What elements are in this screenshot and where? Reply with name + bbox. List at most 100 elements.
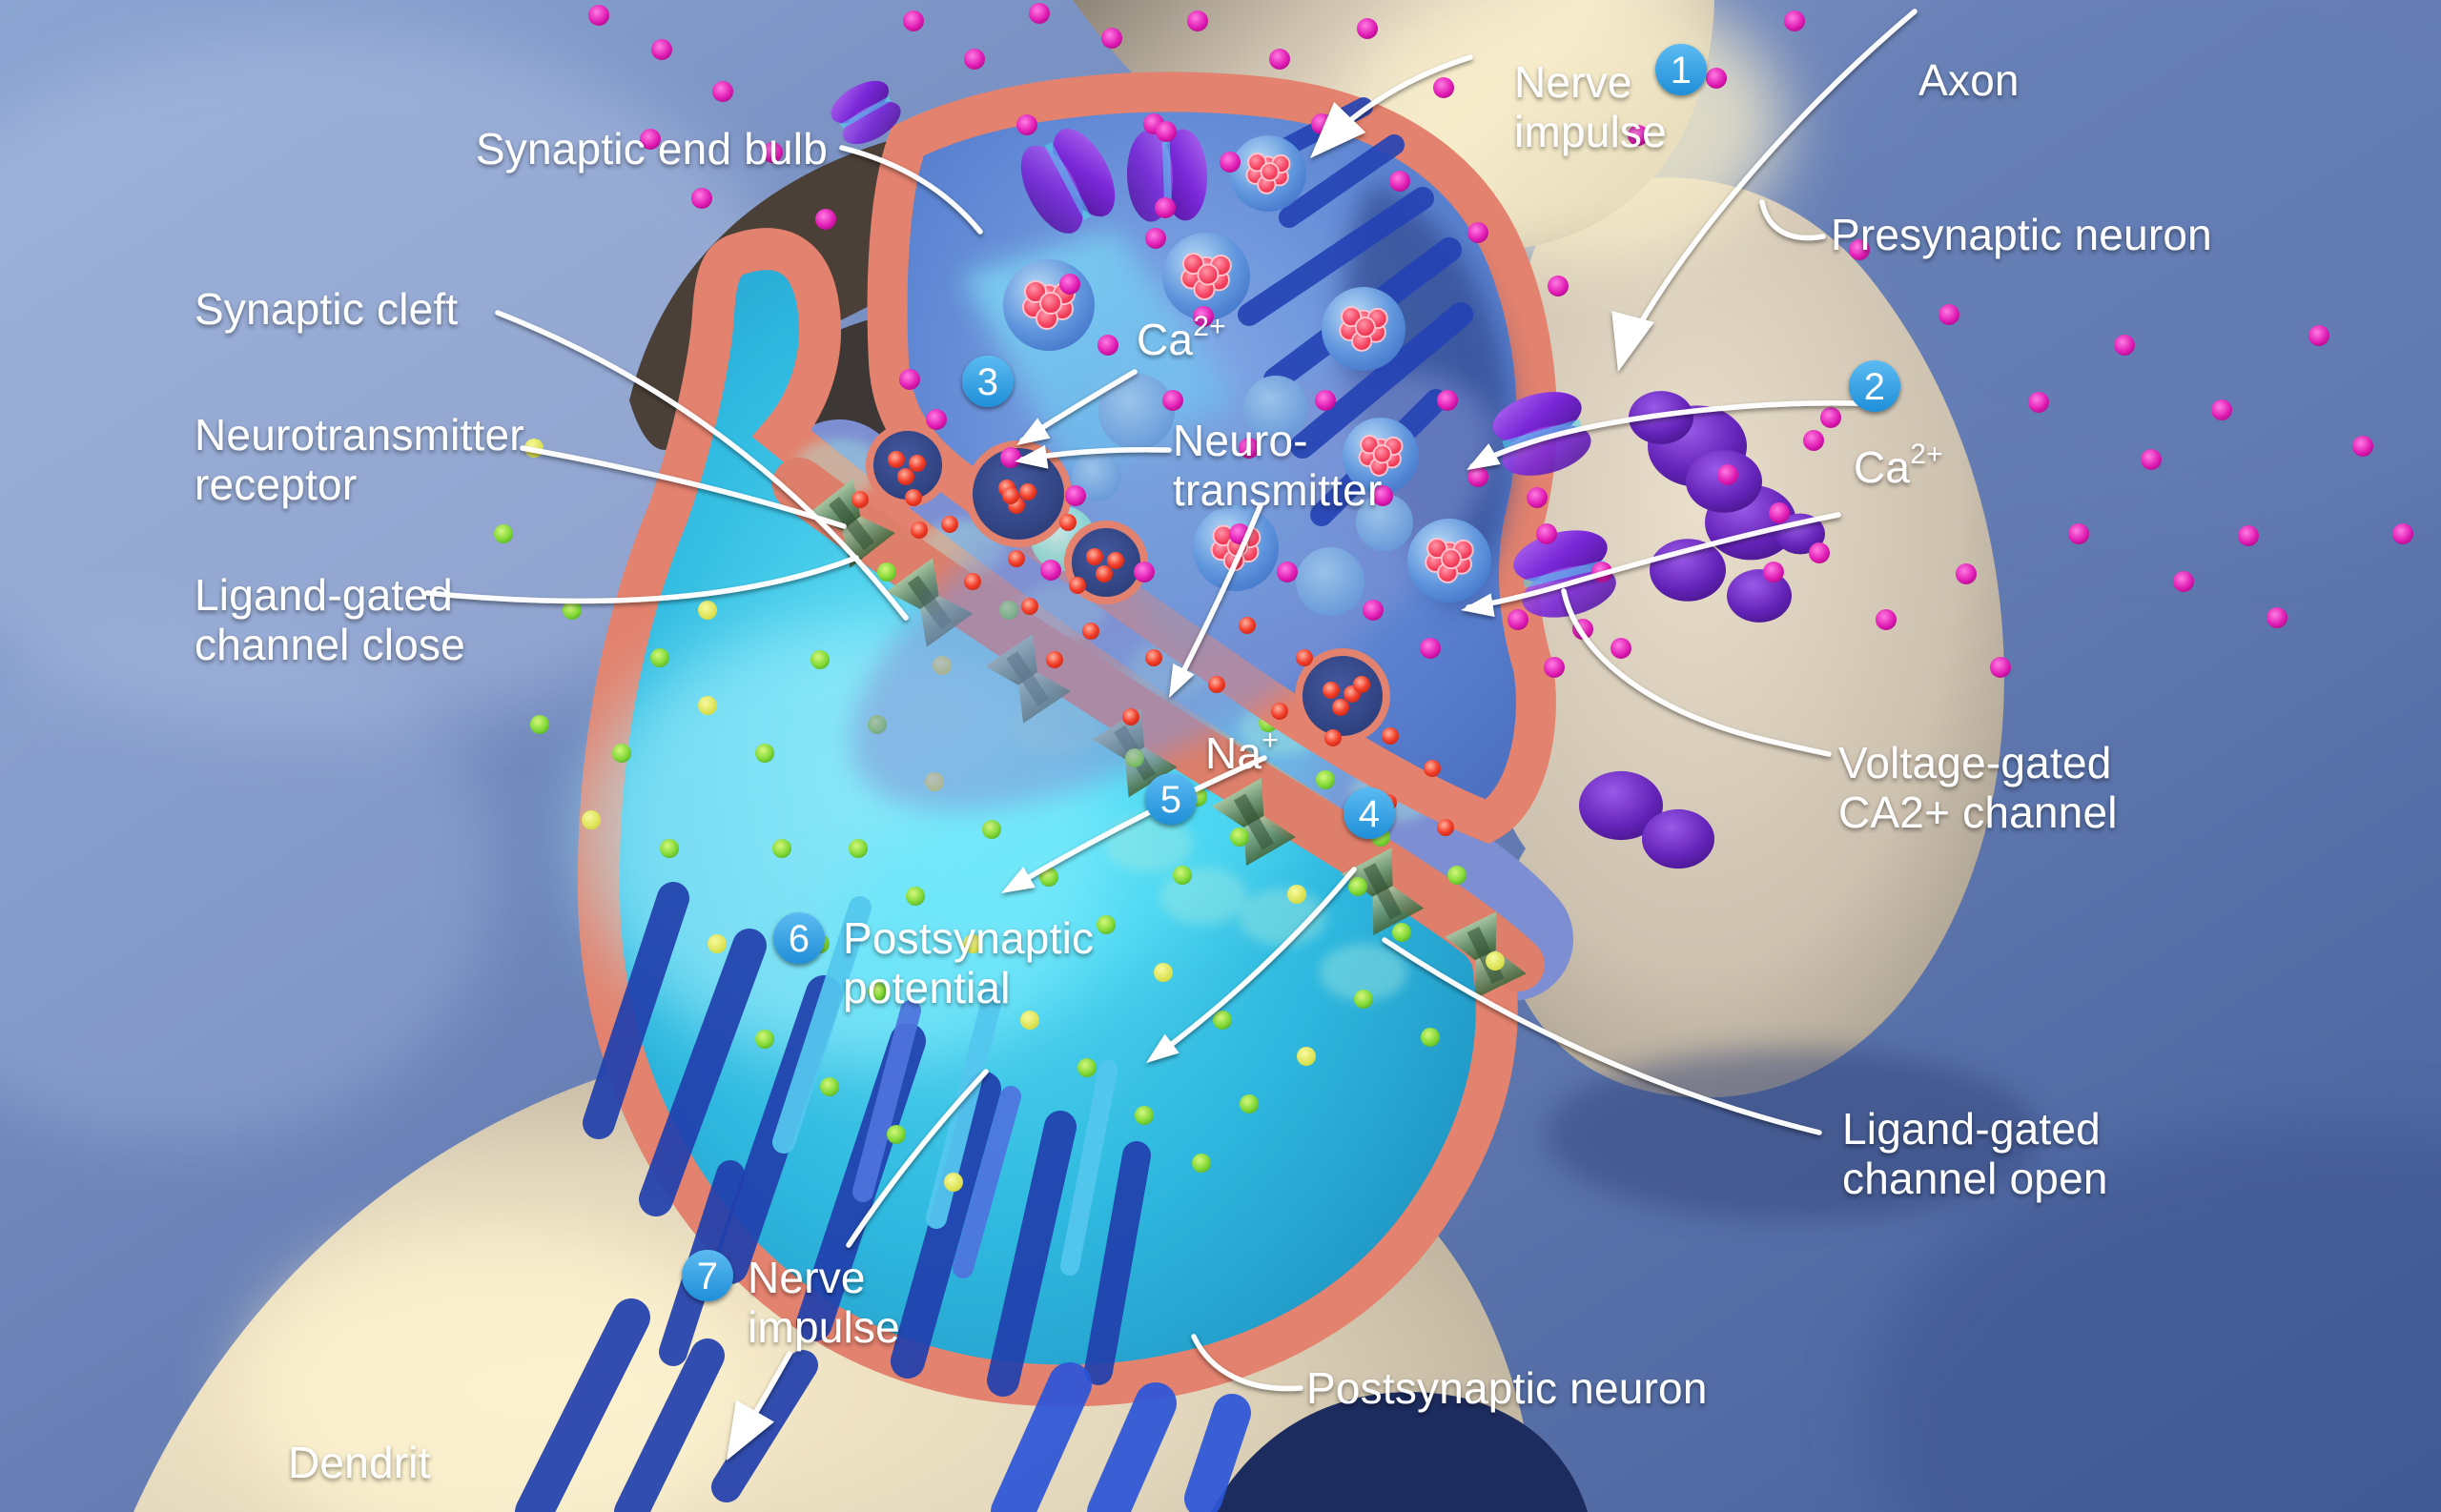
- neurotransmitter-cluster-sphere: [1197, 263, 1220, 286]
- microtubule-rod: [1238, 187, 1434, 326]
- dendritic-filament-rod: [852, 1000, 921, 1202]
- label-presynaptic-neuron: Presynaptic neuron: [1831, 210, 2212, 259]
- background-shade: [1869, 1125, 2441, 1512]
- neurotransmitter-dot: [1122, 708, 1139, 725]
- released-neurotransmitter-dot: [1323, 682, 1340, 699]
- sodium-ion-dot: [820, 1077, 839, 1096]
- calcium-ion-dot: [1706, 68, 1727, 89]
- dendritic-filament-rod: [583, 882, 689, 1139]
- synaptic-vesicle: [1162, 233, 1250, 320]
- released-neurotransmitter-dot: [909, 455, 926, 472]
- label-calcium-3: Ca2+: [1137, 311, 1226, 364]
- calcium-ion-dot: [2267, 607, 2287, 628]
- sodium-ion-dot: [1097, 915, 1116, 934]
- calcium-ion-dot: [1628, 125, 1649, 146]
- neurotransmitter-dot: [1082, 623, 1099, 640]
- label-nerve-impulse-1-line1: Nerve: [1514, 57, 1632, 107]
- sodium-ion-dot: [698, 601, 717, 620]
- calcium-ion-dot: [964, 49, 985, 70]
- voltage-gated-calcium-channel: [831, 80, 901, 145]
- channel-pore: [829, 497, 874, 550]
- channel-slit: [1044, 142, 1092, 220]
- dendritic-filament-rod: [1087, 1382, 1177, 1512]
- arrow-calcium-entry-upper: [1469, 400, 1883, 469]
- calcium-ion-dot: [926, 409, 947, 430]
- sodium-ion-dot: [1213, 1011, 1232, 1030]
- channel-lobe: [1160, 129, 1208, 221]
- microtubule-rod: [1290, 302, 1473, 459]
- step-badge-2: 2: [1849, 360, 1900, 412]
- neurotransmitter-dot: [1002, 487, 1019, 504]
- calcium-ion-dot: [1162, 390, 1183, 411]
- sodium-ion-dot: [1392, 923, 1411, 942]
- neurotransmitter-cluster-sphere: [1260, 162, 1280, 182]
- neurotransmitter-dot: [941, 516, 958, 533]
- voltage-gated-calcium-channel: [1492, 392, 1591, 476]
- arrowhead-large: [1310, 101, 1366, 158]
- neurotransmitter-dot: [1069, 577, 1086, 594]
- neurotransmitter-dot: [1437, 819, 1454, 836]
- sodium-ion-dot: [772, 839, 791, 858]
- label-nerve-impulse-1-line2: impulse: [1514, 107, 1667, 156]
- sodium-ion-dot: [906, 887, 925, 906]
- neurotransmitter-cluster-sphere: [1372, 444, 1392, 464]
- calcium-ions: [588, 3, 2413, 678]
- calcium-ion-dot: [2352, 436, 2373, 457]
- label-synaptic-cleft: Synaptic cleft: [195, 284, 458, 334]
- faded-receptor-shape: [1239, 889, 1326, 946]
- arrow-ligand-flow: [1153, 867, 1357, 1059]
- sodium-ion-dot: [708, 934, 727, 953]
- calcium-ion-dot: [1809, 542, 1830, 563]
- arrowhead: [1169, 664, 1195, 698]
- sodium-ion-dot: [755, 1030, 774, 1049]
- calcium-ion-dot: [1433, 77, 1454, 98]
- calcium-ion-dot: [1269, 49, 1290, 70]
- sodium-ion-dot: [1020, 1011, 1039, 1030]
- calcium-ion-dot: [1097, 335, 1118, 356]
- calcium-symbol: Ca: [1137, 315, 1193, 364]
- neurotransmitter-dot: [1353, 676, 1370, 693]
- released-neurotransmitter-dot: [1019, 483, 1036, 501]
- neurotransmitter-dot: [851, 491, 869, 508]
- sodium-ion-dot: [1486, 951, 1505, 971]
- leader-ligand-gated-open: [1382, 937, 1822, 1135]
- calcium-symbol: Ca: [1854, 442, 1910, 492]
- calcium-ion-dot: [1990, 657, 2011, 678]
- calcium-ion-dot: [1938, 304, 1959, 325]
- neurotransmitter-cluster-sphere: [1024, 280, 1047, 303]
- calcium-ion-dot: [1372, 485, 1393, 506]
- terminal-shadow: [1545, 1049, 2041, 1220]
- step-badge-5: 5: [1145, 773, 1197, 825]
- sodium-ion-dot: [494, 524, 513, 543]
- sodium-ion-dot: [877, 562, 896, 582]
- calcium-ion-dot: [712, 81, 733, 102]
- dendritic-filament-rod: [953, 1086, 1021, 1278]
- plain-vesicle: [1243, 376, 1308, 440]
- channel-slit: [840, 95, 892, 130]
- membrane-protein-lump: [1579, 770, 1663, 841]
- arrowhead-large: [1611, 311, 1654, 372]
- calcium-ion-dot: [1527, 487, 1548, 508]
- badge-number: 2: [1864, 366, 1885, 408]
- step-badge-4: 4: [1344, 787, 1395, 839]
- released-neurotransmitter-dot: [1086, 548, 1103, 565]
- docked-vesicle-membrane: [1295, 648, 1390, 744]
- calcium-ion-dot: [588, 5, 609, 26]
- sodium-ion-dot: [582, 810, 601, 829]
- neurotransmitter-dot: [905, 489, 922, 506]
- sodium-ion-dot: [530, 715, 549, 734]
- calcium-ion-dot: [651, 39, 672, 60]
- sodium-ion-dot: [660, 839, 679, 858]
- calcium-ion-dot: [1065, 485, 1086, 506]
- channel-lobe: [831, 80, 889, 124]
- sodium-ion-dot: [1297, 1047, 1316, 1066]
- calcium-ion-dot: [2308, 325, 2329, 346]
- neurotransmitter-cluster-sphere: [1354, 317, 1376, 338]
- calcium-ion-dot: [1187, 10, 1208, 31]
- calcium-ion-dot: [1357, 18, 1378, 39]
- sodium-ion-dot: [755, 744, 774, 763]
- label-neurotransmitter-receptor-line2: receptor: [195, 460, 357, 509]
- sodium-ion-dot: [698, 696, 717, 715]
